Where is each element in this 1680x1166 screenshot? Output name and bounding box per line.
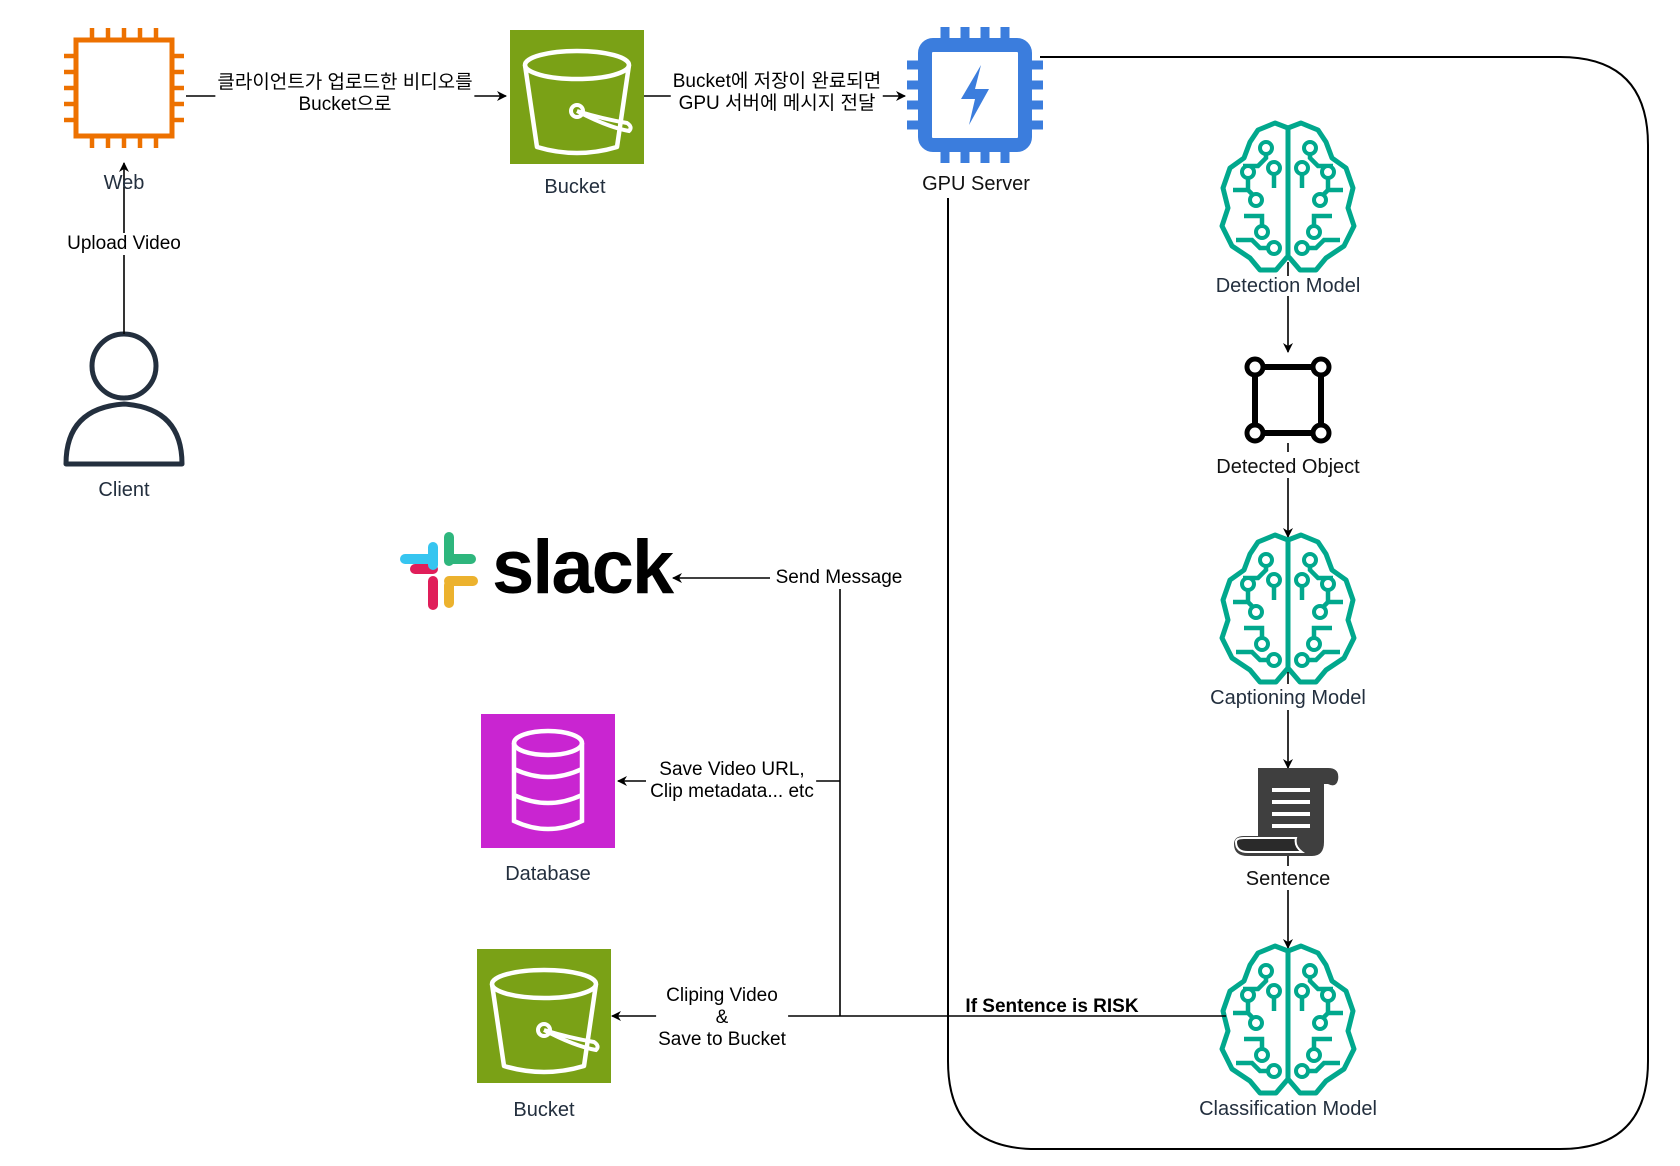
s3-bucket-icon: [510, 30, 644, 164]
classification-model-label: Classification Model: [1199, 1098, 1377, 1120]
edge-label-line: Bucket에 저장이 완료되면: [672, 71, 882, 92]
edge-label-line: &: [715, 1007, 729, 1028]
bucket-bottom-label: Bucket: [513, 1099, 575, 1121]
ml-brain-icon-classification: [1222, 946, 1354, 1093]
edge-label-upload-video: Upload Video: [65, 233, 183, 255]
gpu-server-label: GPU Server: [922, 173, 1030, 195]
captioning-model-label: Captioning Model: [1210, 687, 1366, 709]
edge-label-line: Cliping Video: [666, 985, 778, 1006]
client-label: Client: [98, 479, 150, 501]
detected-object-label: Detected Object: [1216, 456, 1360, 478]
bucket-top-label: Bucket: [544, 176, 606, 198]
edge-label-line: Save to Bucket: [658, 1029, 786, 1050]
detection-model-label: Detection Model: [1215, 275, 1361, 297]
edge-label-line: Save Video URL,: [659, 759, 805, 780]
gpu-group-container: [947, 56, 1649, 1150]
edge-label-bucket-to-gpu: Bucket에 저장이 완료되면 GPU 서버에 메시지 전달: [670, 71, 884, 115]
edge-label-line: 클라이언트가 업로드한 비디오를: [217, 72, 473, 93]
gpu-chip-icon: [907, 27, 1043, 163]
edge-label-line: GPU 서버에 메시지 전달: [678, 93, 876, 114]
edge-label-save-to-database: Save Video URL, Clip metadata... etc: [648, 759, 816, 803]
ec2-instance-icon: [64, 28, 184, 148]
database-label: Database: [505, 863, 591, 885]
edge-label-send-message: Send Message: [773, 567, 905, 589]
edge-label-risk-condition: If Sentence is RISK: [965, 996, 1139, 1017]
edge-label-line: Bucket으로: [298, 94, 392, 115]
s3-bucket-icon-bottom: [477, 949, 611, 1083]
scroll-document-icon: [1234, 768, 1339, 856]
database-icon: [481, 714, 615, 848]
web-label: Web: [103, 172, 145, 194]
ml-brain-icon-captioning: [1222, 535, 1354, 682]
bounding-box-icon: [1244, 356, 1332, 444]
edge-label-web-to-bucket: 클라이언트가 업로드한 비디오를 Bucket으로: [215, 72, 475, 116]
edge-label-line: Clip metadata... etc: [650, 781, 814, 802]
slack-wordmark: slack: [492, 525, 674, 610]
user-icon: [63, 331, 185, 467]
edge-label-save-to-bucket: Cliping Video & Save to Bucket: [656, 985, 788, 1051]
slack-logo-icon: [400, 532, 478, 610]
sentence-label: Sentence: [1245, 868, 1331, 890]
ml-brain-icon-detection: [1222, 123, 1354, 270]
